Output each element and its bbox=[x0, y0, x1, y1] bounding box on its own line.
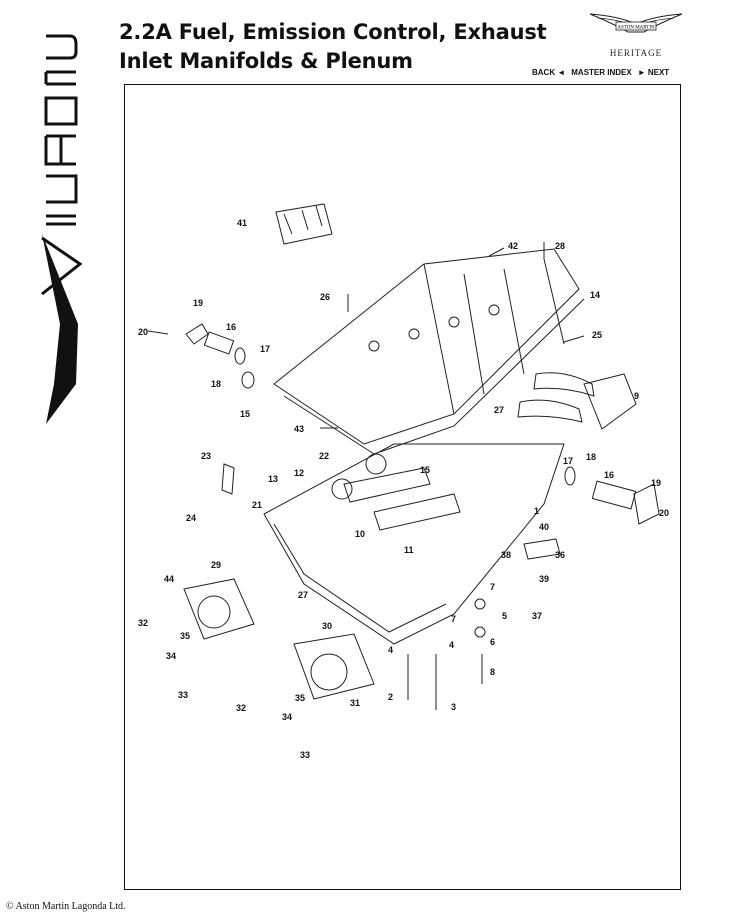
callout-27b: 27 bbox=[298, 590, 308, 600]
callout-33b: 33 bbox=[300, 750, 310, 760]
callout-34b: 34 bbox=[282, 712, 292, 722]
callout-40: 40 bbox=[539, 522, 549, 532]
callout-13: 13 bbox=[268, 474, 278, 484]
callout-29: 29 bbox=[211, 560, 221, 570]
title-line-2: Inlet Manifolds & Plenum bbox=[119, 49, 413, 73]
callout-15: 15 bbox=[240, 409, 250, 419]
next-link[interactable]: ► NEXT bbox=[637, 68, 670, 77]
wings-logo-icon: ASTON MARTIN bbox=[589, 13, 683, 33]
callout-1: 1 bbox=[534, 506, 539, 516]
callout-4b: 4 bbox=[449, 640, 454, 650]
callout-19b: 19 bbox=[651, 478, 661, 488]
callout-43: 43 bbox=[294, 424, 304, 434]
navigation-bar: BACK ◄ MASTER INDEX ► NEXT bbox=[532, 68, 669, 77]
callout-44: 44 bbox=[164, 574, 174, 584]
callout-24: 24 bbox=[186, 513, 196, 523]
callout-3: 3 bbox=[451, 702, 456, 712]
copyright-footer: © Aston Martin Lagonda Ltd. bbox=[6, 901, 126, 912]
callout-6: 6 bbox=[490, 637, 495, 647]
callout-11: 11 bbox=[404, 545, 414, 555]
callout-2: 2 bbox=[388, 692, 393, 702]
callout-20b: 20 bbox=[659, 508, 669, 518]
callout-27: 27 bbox=[494, 405, 504, 415]
callout-12: 12 bbox=[294, 468, 304, 478]
callout-20: 20 bbox=[138, 327, 148, 337]
callout-5: 5 bbox=[502, 611, 507, 621]
callout-25: 25 bbox=[592, 330, 602, 340]
callout-19: 19 bbox=[193, 298, 203, 308]
callout-16b: 16 bbox=[604, 470, 614, 480]
callout-30: 30 bbox=[322, 621, 332, 631]
callout-35b: 35 bbox=[295, 693, 305, 703]
virage-logo bbox=[41, 34, 83, 424]
badge-text: ASTON MARTIN bbox=[617, 26, 655, 31]
callout-17: 17 bbox=[260, 344, 270, 354]
callout-14: 14 bbox=[590, 290, 600, 300]
back-link[interactable]: BACK ◄ bbox=[532, 68, 566, 77]
callout-7: 7 bbox=[490, 582, 495, 592]
part-41-clip bbox=[275, 203, 333, 245]
callout-22: 22 bbox=[319, 451, 329, 461]
page-title: 2.2A Fuel, Emission Control, Exhaust Inl… bbox=[119, 18, 547, 76]
callout-17b: 17 bbox=[563, 456, 573, 466]
title-line-1: 2.2A Fuel, Emission Control, Exhaust bbox=[119, 20, 547, 44]
throttle-body-upper bbox=[183, 578, 255, 640]
throttle-body-lower bbox=[293, 633, 375, 700]
lower-manifold bbox=[263, 443, 565, 645]
callout-34: 34 bbox=[166, 651, 176, 661]
aston-martin-badge: ASTON MARTIN HERITAGE bbox=[586, 10, 686, 58]
exploded-parts-diagram: 41 42 28 26 14 19 20 16 17 18 15 25 9 43… bbox=[138, 203, 669, 760]
callout-9: 9 bbox=[634, 391, 639, 401]
part-number-labels: 41 42 28 26 14 19 20 16 17 18 15 25 9 43… bbox=[138, 218, 669, 760]
callout-4: 4 bbox=[388, 645, 393, 655]
callout-41: 41 bbox=[237, 218, 247, 228]
callout-26: 26 bbox=[320, 292, 330, 302]
callout-32b: 32 bbox=[236, 703, 246, 713]
callout-37: 37 bbox=[532, 611, 542, 621]
callout-31: 31 bbox=[350, 698, 360, 708]
callout-10: 10 bbox=[355, 529, 365, 539]
callout-23: 23 bbox=[201, 451, 211, 461]
callout-42: 42 bbox=[508, 241, 518, 251]
callout-18: 18 bbox=[211, 379, 221, 389]
diagram-frame bbox=[124, 84, 681, 890]
callout-36: 36 bbox=[555, 550, 565, 560]
master-index-link[interactable]: MASTER INDEX bbox=[571, 68, 632, 77]
callout-16: 16 bbox=[226, 322, 236, 332]
callout-39: 39 bbox=[539, 574, 549, 584]
callout-33: 33 bbox=[178, 690, 188, 700]
heritage-label: HERITAGE bbox=[609, 48, 663, 58]
callout-32: 32 bbox=[138, 618, 148, 628]
callout-8: 8 bbox=[490, 667, 495, 677]
callout-21: 21 bbox=[252, 500, 262, 510]
callout-38: 38 bbox=[501, 550, 511, 560]
callout-35: 35 bbox=[180, 631, 190, 641]
callout-18b: 18 bbox=[586, 452, 596, 462]
callout-15b: 15 bbox=[420, 465, 430, 475]
callout-28: 28 bbox=[555, 241, 565, 251]
callout-7b: 7 bbox=[451, 614, 456, 624]
